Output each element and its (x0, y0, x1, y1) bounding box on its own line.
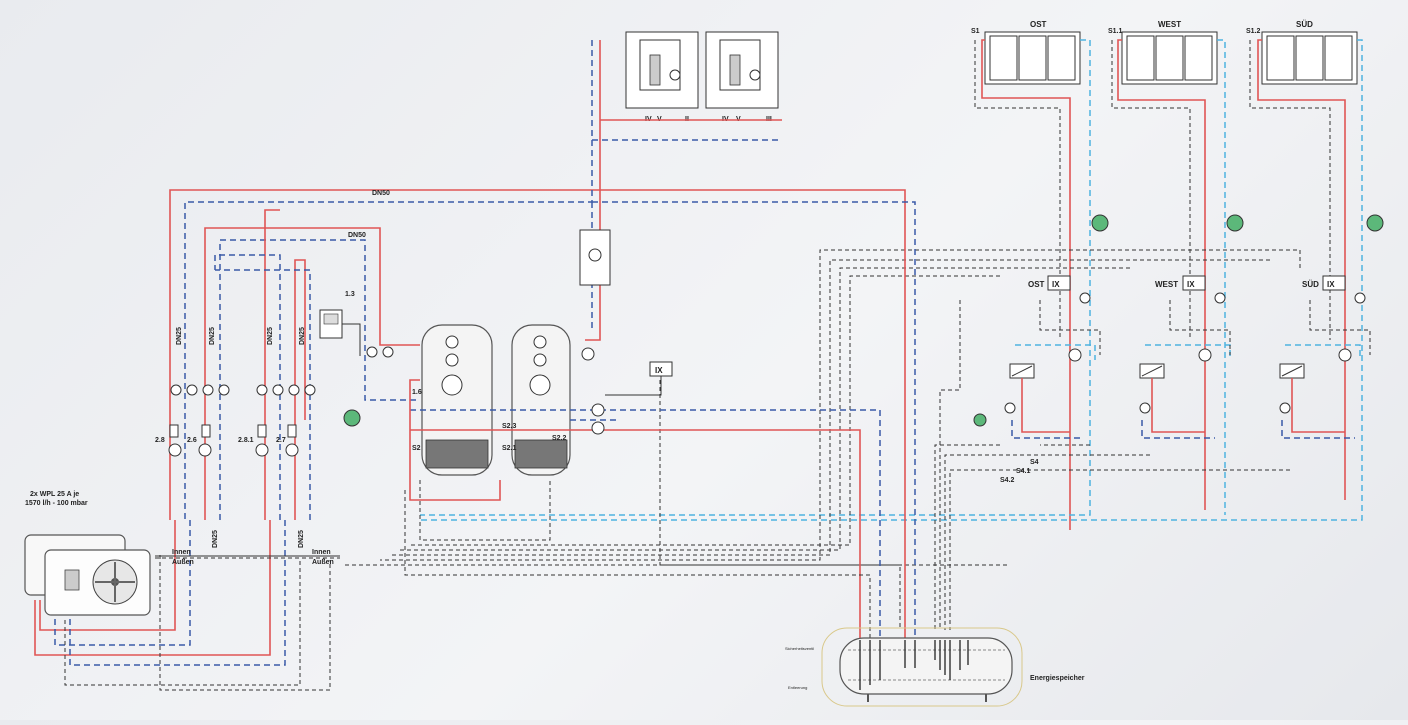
pump-2-6 (198, 443, 212, 457)
ix-west (1182, 275, 1206, 291)
heat-pump-units: 2x WPL 25 A je 1570 l/h - 100 mbar Innen… (24, 491, 334, 616)
dn25-label-1: DN25 (176, 327, 183, 345)
pump-label-2-7: 2.7 (276, 437, 286, 444)
signal-lines: S4 S4.1 S4.2 (345, 249, 1301, 630)
pump-2-8-1 (255, 443, 269, 457)
sensor-s1: S1 (971, 28, 980, 35)
solar-pipes (420, 39, 1363, 530)
expansion-vessel-sued (1366, 214, 1384, 232)
sensor-s4-2: S4.2 (1000, 477, 1015, 484)
expansion-vessel-west (1226, 214, 1244, 232)
sensor-s4: S4 (1030, 459, 1039, 466)
heat-pump-flow: 1570 l/h - 100 mbar (25, 500, 88, 507)
controller-label-1-3: 1.3 (345, 291, 355, 298)
boundary-innen-2: Innen (312, 549, 331, 556)
sensor-s4-1: S4.1 (1016, 468, 1031, 475)
sensor-s1-1: S1.1 (1108, 28, 1123, 35)
dn25-label-3: DN25 (267, 327, 274, 345)
freshwater-station-1 (625, 31, 699, 109)
storage-label-s2-1: S2.1 (502, 445, 517, 452)
storage-label-s2-3: S2.3 (502, 423, 517, 430)
dn25-label-4: DN25 (299, 327, 306, 345)
svg-text:IX: IX (655, 366, 663, 375)
pump-2-8 (168, 443, 182, 457)
sensor-s1-2: S1.2 (1246, 28, 1261, 35)
storage-label-1-6: 1.6 (412, 389, 422, 396)
collector-west-label: WEST (1158, 20, 1181, 29)
pump-label-2-6: 2.6 (187, 437, 197, 444)
freshwater-station-group: IV V II IV V III (625, 31, 779, 123)
pump-label-2-8: 2.8 (155, 437, 165, 444)
collector-ost: OST S1 (971, 20, 1081, 85)
pump-groups: DN25 DN25 DN25 DN25 2.8 2.6 2.8.1 2.7 DN… (155, 291, 394, 548)
collector-sued: SÜD S1.2 (1246, 20, 1358, 85)
collector-west: WEST S1.1 (1108, 20, 1218, 85)
boundary-aussen-1: Außen (172, 559, 194, 566)
heat-pump-pipes (34, 520, 340, 691)
freshwater-module (579, 229, 611, 361)
station-west-label: WEST (1155, 280, 1178, 289)
expansion-vessel-ost (1091, 214, 1109, 232)
boundary-aussen-2: Außen (312, 559, 334, 566)
expansion-vessel-heating (343, 409, 361, 427)
svg-text:IX: IX (1187, 280, 1195, 289)
svg-text:IX: IX (1327, 280, 1335, 289)
svg-text:IX: IX (1052, 280, 1060, 289)
collector-ost-label: OST (1030, 20, 1047, 29)
pipe-label-dn50-2: DN50 (348, 232, 366, 239)
pump-2-7 (285, 443, 299, 457)
dn25-label-6: DN25 (298, 530, 305, 548)
storage-connections: IX (404, 361, 881, 640)
energy-storage-tank (839, 637, 1013, 695)
buffer-storage-1: 1.6 S2 (412, 324, 493, 476)
ix-ost (1047, 275, 1071, 291)
station-sued-label: SÜD (1302, 280, 1319, 289)
solar-stations: IX OST IX WEST IX SÜD (973, 214, 1384, 439)
collector-sued-label: SÜD (1296, 20, 1313, 29)
energy-storage: Sicherheitsventil Entleerung Energiespei… (785, 627, 1085, 707)
energy-storage-frame (821, 627, 1023, 707)
buffer-storage-2: S2.3 S2.2 S2.1 (502, 324, 571, 476)
energy-storage-label: Energiespeicher (1030, 675, 1085, 682)
pipe-label-dn50-1: DN50 (372, 190, 390, 197)
storage-label-s2-2: S2.2 (552, 435, 567, 442)
heat-pump-model: 2x WPL 25 A je (30, 491, 79, 498)
dn25-label-5: DN25 (212, 530, 219, 548)
dn25-label-2: DN25 (209, 327, 216, 345)
storage-label-s2: S2 (412, 445, 421, 452)
freshwater-station-2 (705, 31, 779, 109)
boundary-innen-1: Innen (172, 549, 191, 556)
ix-sued (1322, 275, 1346, 291)
pump-label-2-8-1: 2.8.1 (238, 437, 254, 444)
safety-valve-label: Sicherheitsventil (785, 646, 814, 651)
station-ost-label: OST (1028, 280, 1045, 289)
drain-label: Entleerung (788, 685, 807, 690)
